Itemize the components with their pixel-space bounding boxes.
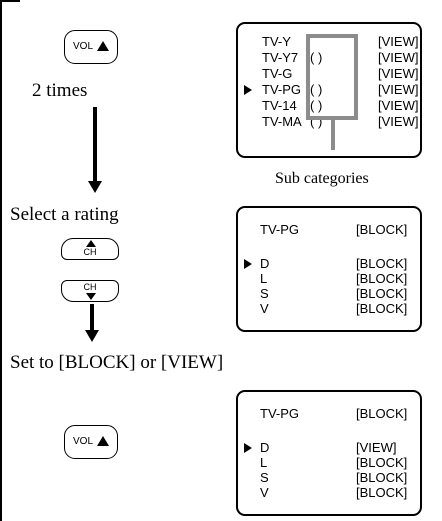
sub-rating-value: [BLOCK] xyxy=(356,301,408,316)
vol-label: VOL xyxy=(73,436,94,447)
vol-up-button[interactable]: VOL xyxy=(64,425,118,459)
sub-rating-name: V xyxy=(260,485,269,500)
block-setting-screen: TV-PG [BLOCK] D [BLOCK] L [BLOCK] S [BLO… xyxy=(236,206,422,332)
rating-list-screen: TV-Y [VIEW] TV-Y7 [VIEW] TV-G [VIEW] TV-… xyxy=(236,22,422,158)
sub-category-slot: ( ) xyxy=(310,82,323,97)
ch-label: CH xyxy=(83,247,97,257)
screen-title-value: [BLOCK] xyxy=(356,222,408,237)
sub-category-slot: ( ) xyxy=(310,50,323,65)
down-arrow-icon xyxy=(88,107,102,193)
sub-rating-value: [BLOCK] xyxy=(356,271,408,286)
sub-rating-value: [VIEW] xyxy=(356,440,397,455)
step-times-text: 2 times xyxy=(32,80,88,101)
sub-category-slot: ( ) xyxy=(310,98,323,113)
step-set-text: Set to [BLOCK] or [VIEW] xyxy=(10,352,224,373)
sub-rating-name: S xyxy=(260,286,269,301)
ch-label: CH xyxy=(83,282,97,292)
sub-rating-name: V xyxy=(260,301,269,316)
sub-rating-name: L xyxy=(260,455,268,470)
channel-down-button[interactable]: CH xyxy=(61,280,119,302)
sub-rating-name: L xyxy=(260,271,268,286)
rating-name: TV-Y xyxy=(262,34,291,49)
sub-rating-value: [BLOCK] xyxy=(356,286,408,301)
frame-left-border xyxy=(0,0,2,521)
sub-rating-value: [BLOCK] xyxy=(356,455,408,470)
cursor-arrow-icon xyxy=(244,443,252,453)
rating-value: [VIEW] xyxy=(378,50,419,65)
screen-title: TV-PG xyxy=(260,406,300,421)
rating-name: TV-14 xyxy=(262,98,297,113)
rating-value: [VIEW] xyxy=(378,114,419,129)
cursor-arrow-icon xyxy=(244,85,252,95)
triangle-up-icon xyxy=(97,41,109,51)
sub-rating-name: D xyxy=(260,256,270,271)
screen-title: TV-PG xyxy=(260,222,300,237)
rating-name: TV-MA xyxy=(262,114,302,129)
vol-up-button[interactable]: VOL xyxy=(64,30,118,64)
vol-label: VOL xyxy=(73,41,94,52)
triangle-down-icon xyxy=(86,293,96,300)
rating-value: [VIEW] xyxy=(378,34,419,49)
channel-up-button[interactable]: CH xyxy=(61,238,119,260)
cursor-arrow-icon xyxy=(244,259,252,269)
screen-title-value: [BLOCK] xyxy=(356,406,408,421)
sub-category-highlight xyxy=(306,34,358,120)
frame-top-border xyxy=(0,0,20,2)
view-setting-screen: TV-PG [BLOCK] D [VIEW] L [BLOCK] S [BLOC… xyxy=(236,390,422,516)
triangle-up-icon xyxy=(97,436,109,446)
rating-value: [VIEW] xyxy=(378,66,419,81)
sub-rating-name: S xyxy=(260,470,269,485)
rating-name: TV-Y7 xyxy=(262,50,299,65)
rating-name: TV-PG xyxy=(262,82,302,97)
down-arrow-icon xyxy=(85,304,99,344)
sub-category-pointer-line xyxy=(331,120,335,150)
sub-rating-value: [BLOCK] xyxy=(356,485,408,500)
sub-categories-caption: Sub categories xyxy=(275,170,369,187)
sub-rating-value: [BLOCK] xyxy=(356,256,408,271)
step-select-text: Select a rating xyxy=(10,204,119,225)
rating-value: [VIEW] xyxy=(378,82,419,97)
rating-name: TV-G xyxy=(262,66,293,81)
sub-rating-name: D xyxy=(260,440,270,455)
rating-value: [VIEW] xyxy=(378,98,419,113)
sub-rating-value: [BLOCK] xyxy=(356,470,408,485)
triangle-up-icon xyxy=(86,240,96,247)
